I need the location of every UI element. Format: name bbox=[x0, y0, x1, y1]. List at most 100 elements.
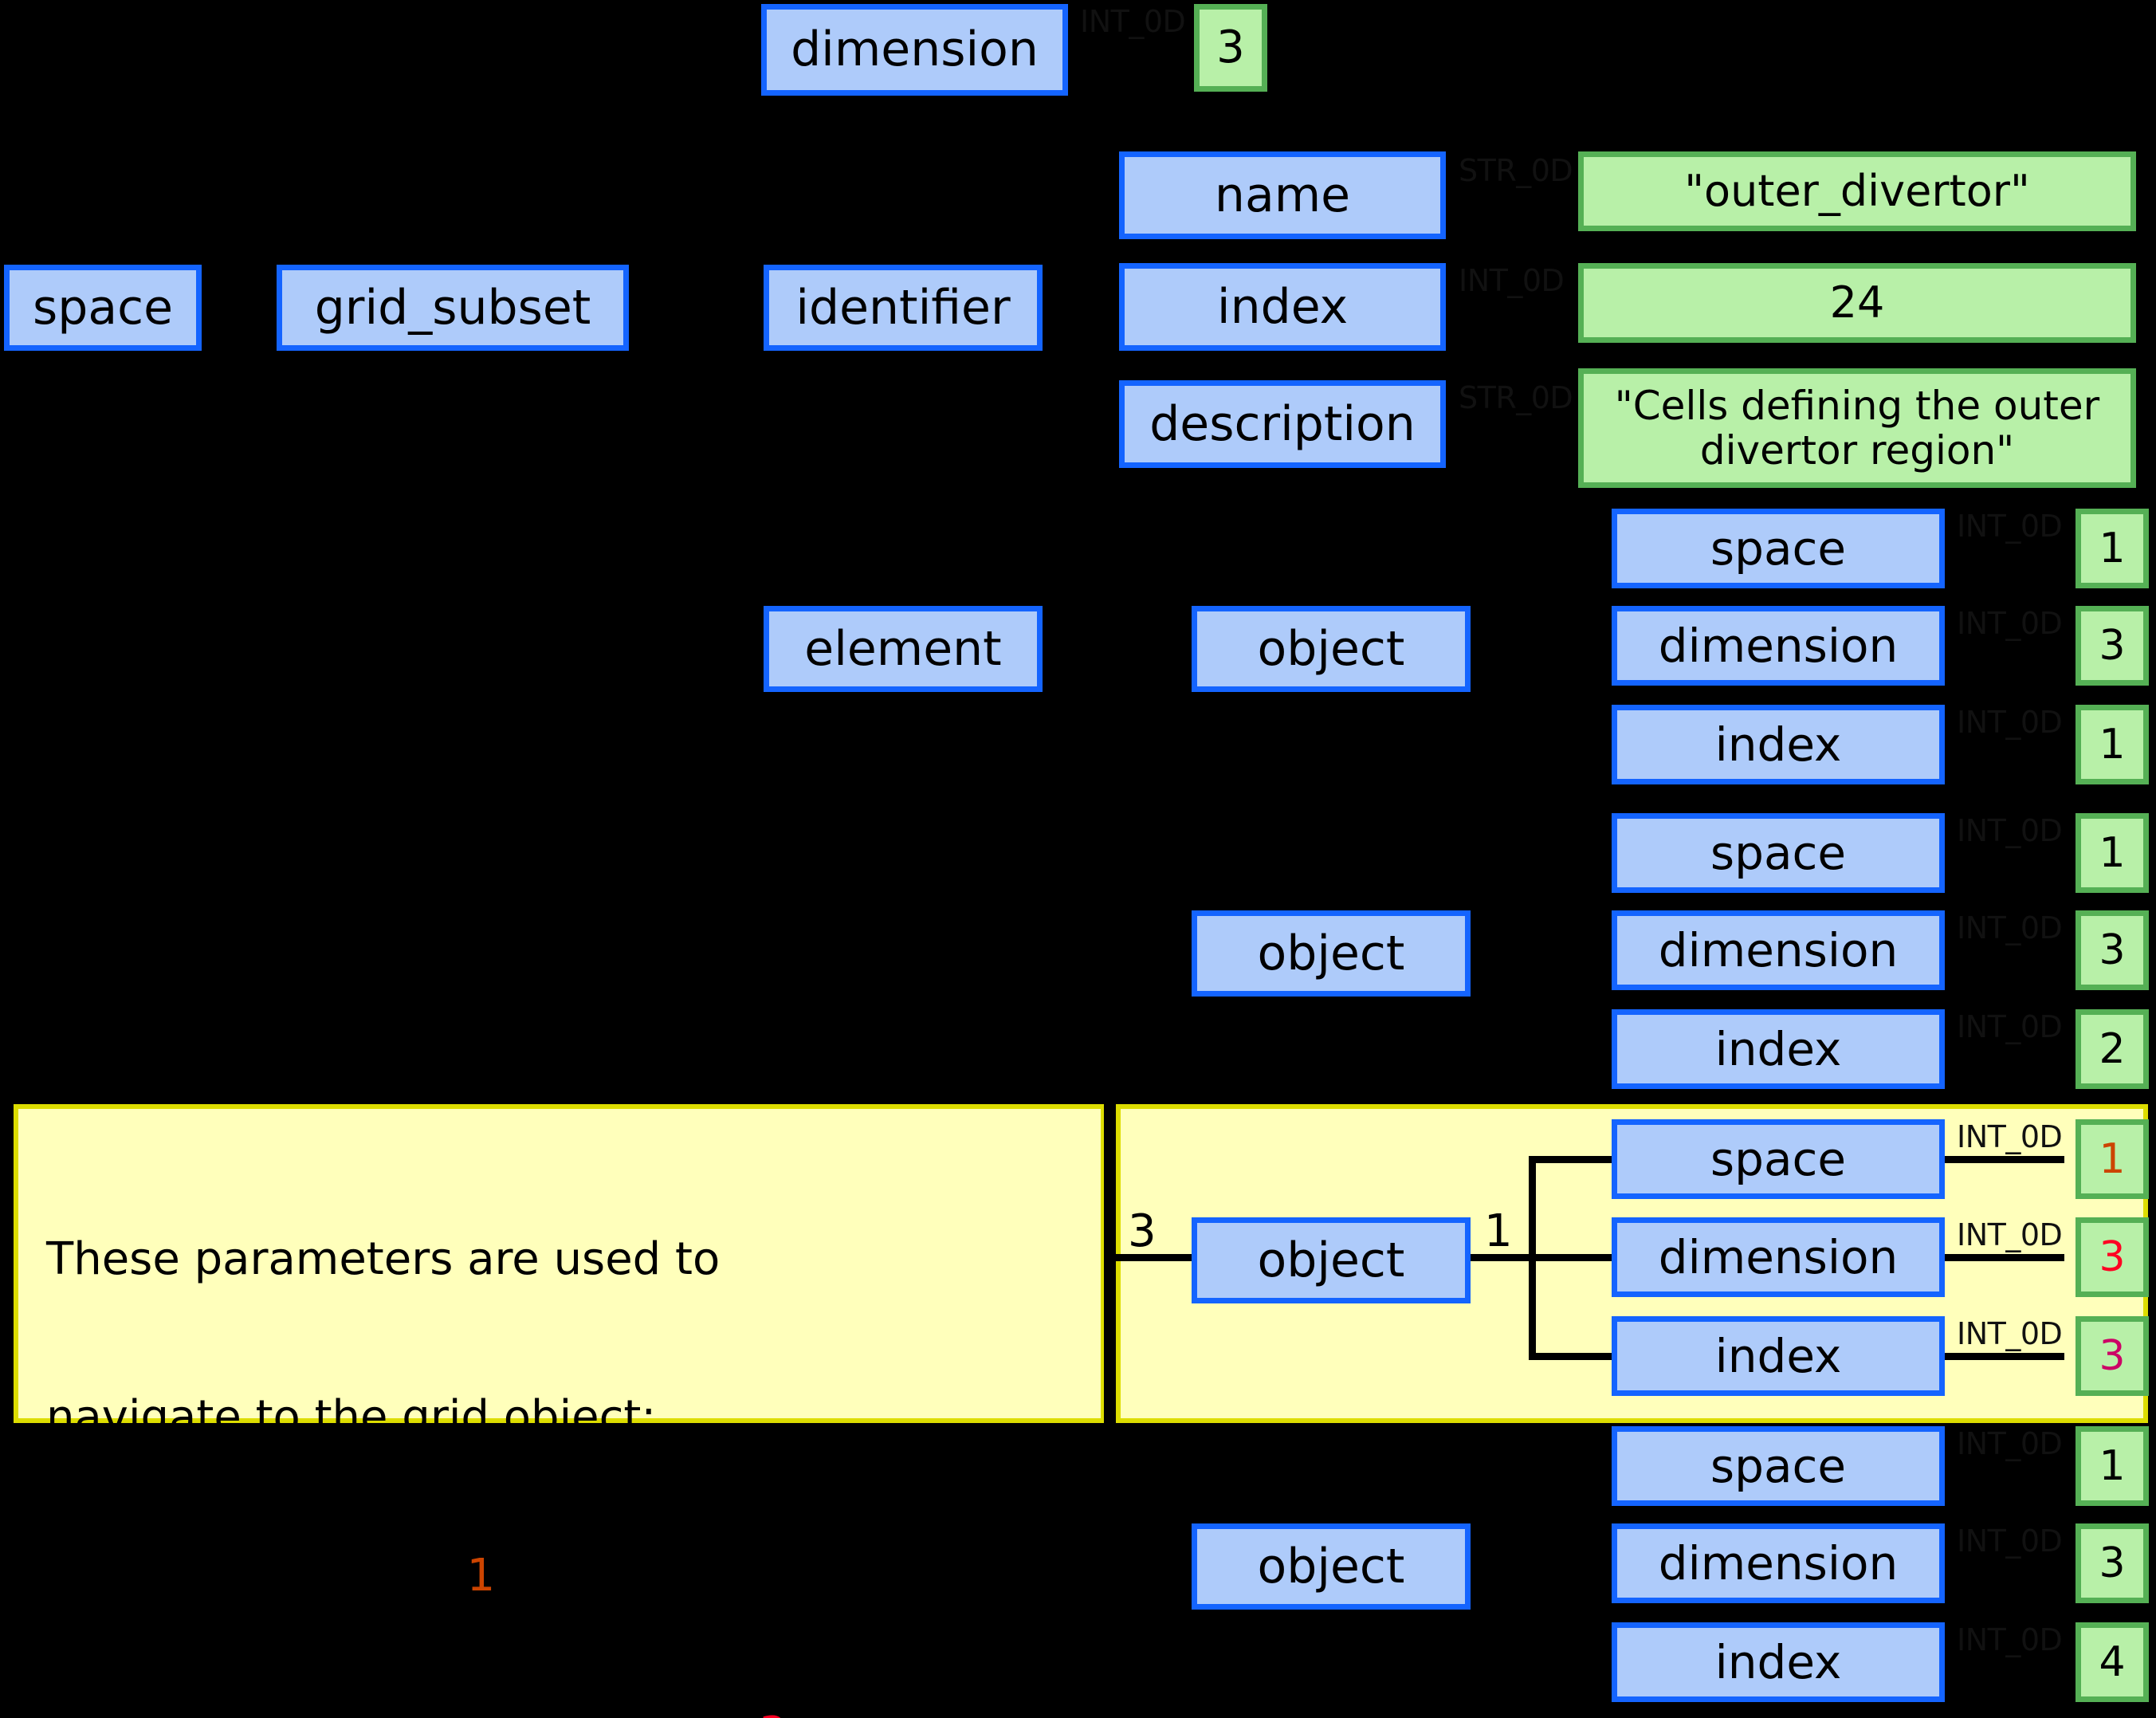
edge-element-object3 bbox=[1104, 1254, 1192, 1261]
annotation-line-1: These parameters are used to bbox=[46, 1233, 721, 1286]
annotation-line-2: navigate to the grid object: bbox=[46, 1391, 657, 1444]
node-object-3[interactable]: object bbox=[1192, 1217, 1471, 1303]
edge-g2-dimension-value bbox=[1941, 947, 2064, 954]
edge-g3-space-value bbox=[1941, 1156, 2064, 1163]
type-label-g1-space: INT_0D bbox=[1957, 509, 2063, 544]
value-g3-dimension: 3 bbox=[2075, 1217, 2149, 1297]
edge-object2-dimension bbox=[1529, 947, 1616, 954]
edge-element-object2 bbox=[1104, 947, 1192, 954]
multiplicity-object-right: 1 bbox=[1484, 1205, 1513, 1257]
type-label-description: STR_0D bbox=[1459, 380, 1573, 415]
edge-object3-space bbox=[1529, 1156, 1616, 1163]
edge-object1-dimension bbox=[1529, 643, 1616, 650]
value-g2-index: 2 bbox=[2075, 1009, 2149, 1089]
edge-g1-dimension-value bbox=[1941, 643, 2064, 650]
node-g4-space[interactable]: space bbox=[1612, 1426, 1945, 1506]
edge-grid_subset-dimension bbox=[410, 49, 765, 57]
annotation-space-index: 1 bbox=[466, 1549, 496, 1602]
value-g1-index: 1 bbox=[2075, 705, 2149, 784]
edge-object2-out bbox=[1467, 947, 1534, 954]
edge-object1-index bbox=[1529, 741, 1616, 749]
type-label-index-identifier: INT_0D bbox=[1459, 263, 1565, 298]
node-g4-dimension[interactable]: dimension bbox=[1612, 1523, 1945, 1603]
node-g4-index[interactable]: index bbox=[1612, 1622, 1945, 1702]
edge-g4-index-value bbox=[1941, 1659, 2064, 1666]
edge-object2-space bbox=[1529, 850, 1616, 857]
node-g2-index[interactable]: index bbox=[1612, 1009, 1945, 1089]
edge-object1-space bbox=[1529, 545, 1616, 552]
edge-grid_subset-element bbox=[410, 643, 761, 650]
node-g3-dimension[interactable]: dimension bbox=[1612, 1217, 1945, 1297]
edge-object4-index bbox=[1529, 1659, 1616, 1666]
node-g3-index[interactable]: index bbox=[1612, 1316, 1945, 1396]
node-g1-index[interactable]: index bbox=[1612, 705, 1945, 784]
edge-object4-out bbox=[1467, 1560, 1534, 1567]
edge-name-value bbox=[1443, 195, 1582, 202]
edge-identifier-description bbox=[1100, 420, 1124, 427]
edge-description-value bbox=[1443, 420, 1582, 427]
edge-g4-dimension-value bbox=[1941, 1560, 2064, 1567]
edge-g1-index-value bbox=[1941, 741, 2064, 749]
annotation-line-3: grid_ggd(1).space(1) bbox=[46, 1550, 805, 1602]
type-label-g1-dimension: INT_0D bbox=[1957, 606, 2063, 641]
value-dimension-top: 3 bbox=[1194, 4, 1267, 92]
node-g2-space[interactable]: space bbox=[1612, 813, 1945, 893]
type-label-g2-index: INT_0D bbox=[1957, 1009, 2063, 1044]
edge-dimension-value bbox=[1064, 49, 1196, 57]
value-g4-dimension: 3 bbox=[2075, 1523, 2149, 1603]
edge-element-object4 bbox=[1104, 1560, 1192, 1567]
type-label-g3-dimension: INT_0D bbox=[1957, 1217, 2063, 1252]
node-name[interactable]: name bbox=[1119, 151, 1446, 239]
node-dimension-top[interactable]: dimension bbox=[761, 4, 1068, 96]
edge-identifier-spine bbox=[1100, 195, 1107, 427]
multiplicity-object-left: 3 bbox=[1128, 1205, 1157, 1257]
edge-object1-out bbox=[1467, 643, 1534, 650]
node-object-2[interactable]: object bbox=[1192, 910, 1471, 997]
type-label-g4-dimension: INT_0D bbox=[1957, 1523, 2063, 1559]
edge-index-value bbox=[1443, 304, 1582, 311]
edge-object3-out bbox=[1467, 1254, 1534, 1261]
value-g1-dimension: 3 bbox=[2075, 606, 2149, 686]
node-element[interactable]: element bbox=[764, 606, 1043, 692]
edge-identifier-out bbox=[1036, 304, 1104, 311]
type-label-name: STR_0D bbox=[1459, 153, 1573, 188]
type-label-g2-space: INT_0D bbox=[1957, 813, 2063, 848]
node-object-4[interactable]: object bbox=[1192, 1523, 1471, 1610]
node-g3-space[interactable]: space bbox=[1612, 1119, 1945, 1199]
node-description[interactable]: description bbox=[1119, 380, 1446, 468]
type-label-g3-space: INT_0D bbox=[1957, 1119, 2063, 1154]
value-description: "Cells defining the outer divertor regio… bbox=[1578, 368, 2136, 488]
value-g4-index: 4 bbox=[2075, 1622, 2149, 1702]
value-g3-index: 3 bbox=[2075, 1316, 2149, 1396]
node-index-identifier[interactable]: index bbox=[1119, 263, 1446, 351]
edge-identifier-name bbox=[1100, 195, 1124, 202]
node-g2-dimension[interactable]: dimension bbox=[1612, 910, 1945, 990]
value-g3-space: 1 bbox=[2075, 1119, 2149, 1199]
value-name: "outer_divertor" bbox=[1578, 151, 2136, 231]
annotation-dimension-index: 3 bbox=[759, 1708, 787, 1718]
value-g1-space: 1 bbox=[2075, 509, 2149, 588]
node-grid-subset[interactable]: grid_subset bbox=[277, 265, 629, 351]
value-g4-space: 1 bbox=[2075, 1426, 2149, 1506]
edge-g4-space-value bbox=[1941, 1463, 2064, 1470]
node-g1-dimension[interactable]: dimension bbox=[1612, 606, 1945, 686]
type-label-g2-dimension: INT_0D bbox=[1957, 910, 2063, 945]
node-g1-space[interactable]: space bbox=[1612, 509, 1945, 588]
node-object-1[interactable]: object bbox=[1192, 606, 1471, 692]
node-space-root[interactable]: space bbox=[4, 265, 202, 351]
edge-space-grid_subset bbox=[199, 304, 279, 311]
edge-object3-dimension bbox=[1529, 1254, 1616, 1261]
edge-g2-space-value bbox=[1941, 850, 2064, 857]
node-identifier[interactable]: identifier bbox=[764, 265, 1043, 351]
edge-object3-index bbox=[1529, 1353, 1616, 1360]
type-label-g3-index: INT_0D bbox=[1957, 1316, 2063, 1351]
edge-object2-index bbox=[1529, 1046, 1616, 1053]
type-label-dimension-top: INT_0D bbox=[1080, 4, 1186, 39]
edge-g1-space-value bbox=[1941, 545, 2064, 552]
value-g2-space: 1 bbox=[2075, 813, 2149, 893]
annotation-line-3-suffix: ) bbox=[495, 1549, 513, 1602]
edge-identifier-index bbox=[1100, 304, 1124, 311]
